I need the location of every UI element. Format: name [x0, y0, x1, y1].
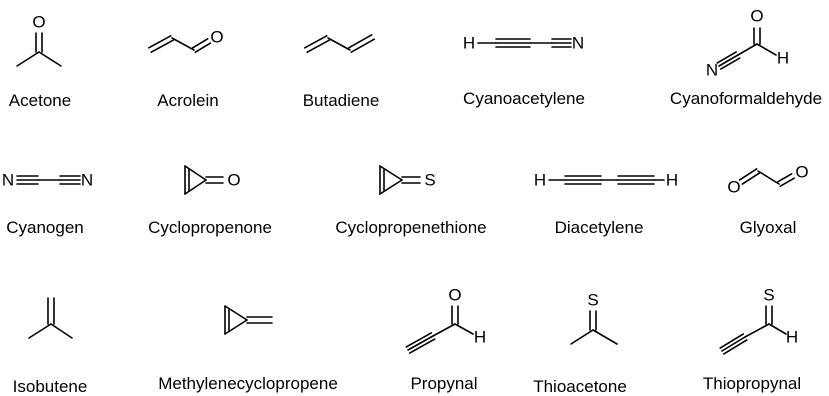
- label-cyclopropenone: Cyclopropenone: [148, 218, 272, 237]
- bond: [768, 323, 787, 335]
- atom-label: S: [424, 171, 435, 190]
- bond: [570, 329, 594, 345]
- label-cyclopropenethione: Cyclopropenethione: [335, 218, 487, 237]
- triple-bond: [719, 333, 744, 349]
- label-cyanogen: Cyanogen: [6, 218, 84, 237]
- bond: [756, 43, 777, 56]
- bond: [38, 51, 62, 67]
- structure-glyoxal: OO: [727, 163, 808, 197]
- label-glyoxal: Glyoxal: [739, 218, 797, 237]
- atom-label: H: [474, 328, 486, 347]
- structure-cyclopropenethione: S: [379, 165, 436, 195]
- atom-label: H: [666, 171, 678, 190]
- atom-label: O: [750, 7, 763, 26]
- atom-label: O: [448, 286, 461, 305]
- atom-label: N: [706, 61, 718, 80]
- double-bond: [150, 39, 174, 53]
- bond: [224, 319, 248, 335]
- atom-label: N: [81, 171, 93, 190]
- label-acetone: Acetone: [8, 91, 72, 110]
- structure-thioacetone: S: [570, 291, 618, 345]
- bond: [184, 179, 207, 195]
- label-methylenecyclopropene: Methylenecyclopropene: [158, 374, 338, 393]
- double-bond: [779, 177, 796, 187]
- double-bond: [738, 168, 758, 181]
- triple-bond: [408, 338, 436, 354]
- structure-acrolein: O: [148, 28, 224, 53]
- triple-bond: [723, 339, 748, 355]
- label-isobutene: Isobutene: [12, 377, 88, 396]
- bond: [379, 179, 403, 195]
- bond: [28, 323, 52, 339]
- bond: [744, 323, 770, 338]
- bond: [50, 323, 73, 339]
- double-bond: [194, 42, 212, 53]
- bond: [432, 323, 456, 337]
- label-butadiene: Butadiene: [302, 91, 380, 110]
- bond: [171, 37, 195, 51]
- label-diacetylene: Diacetylene: [554, 218, 644, 237]
- structure-cyanoformaldehyde: O H N: [706, 7, 789, 80]
- bond: [737, 43, 758, 56]
- structure-thiopropynal: SH: [719, 286, 798, 355]
- structure-methylenecyclopropene: [224, 305, 273, 335]
- bond: [379, 165, 403, 181]
- double-bond: [191, 38, 209, 49]
- double-bond: [741, 172, 761, 185]
- bond: [16, 51, 40, 67]
- triple-bond: [407, 335, 434, 351]
- triple-bond: [721, 336, 746, 352]
- bond: [592, 329, 618, 345]
- bond: [327, 37, 351, 51]
- atom-label: O: [727, 178, 740, 197]
- double-bond: [350, 38, 376, 53]
- atom-label: H: [786, 328, 798, 347]
- triple-bond: [719, 57, 741, 70]
- atom-label: H: [534, 171, 546, 190]
- atom-label: N: [2, 171, 14, 190]
- structure-propynal: OH: [405, 286, 486, 354]
- label-propynal: Propynal: [410, 374, 478, 393]
- atom-label: O: [210, 28, 223, 47]
- label-cyanoformaldehyde: Cyanoformaldehyde: [669, 89, 823, 108]
- atom-label: O: [795, 163, 808, 182]
- bond: [757, 170, 780, 185]
- label-cyanoacetylene: Cyanoacetylene: [463, 89, 585, 108]
- structure-acetone: O: [16, 13, 62, 67]
- structure-butadiene: [304, 34, 376, 53]
- triple-bond: [716, 51, 738, 64]
- double-bond: [148, 35, 172, 49]
- atom-label: S: [587, 291, 598, 310]
- double-bond: [776, 173, 793, 183]
- label-thiopropynal: Thiopropynal: [702, 374, 802, 393]
- atom-label: O: [227, 171, 240, 190]
- bond: [454, 323, 474, 335]
- triple-bond: [405, 332, 433, 348]
- triple-bond: [718, 54, 739, 67]
- double-bond: [347, 34, 373, 49]
- bond: [184, 165, 207, 181]
- double-bond: [306, 39, 330, 53]
- atom-label: H: [777, 49, 789, 68]
- atom-label: N: [572, 34, 584, 53]
- label-thioacetone: Thioacetone: [533, 377, 627, 396]
- structure-isobutene: [28, 297, 73, 339]
- atom-label: H: [463, 34, 475, 53]
- bond: [224, 305, 248, 321]
- label-acrolein: Acrolein: [157, 91, 219, 110]
- atom-label: S: [763, 286, 774, 305]
- atom-label: O: [32, 13, 45, 32]
- structure-cyclopropenone: O: [184, 165, 241, 195]
- double-bond: [304, 35, 328, 49]
